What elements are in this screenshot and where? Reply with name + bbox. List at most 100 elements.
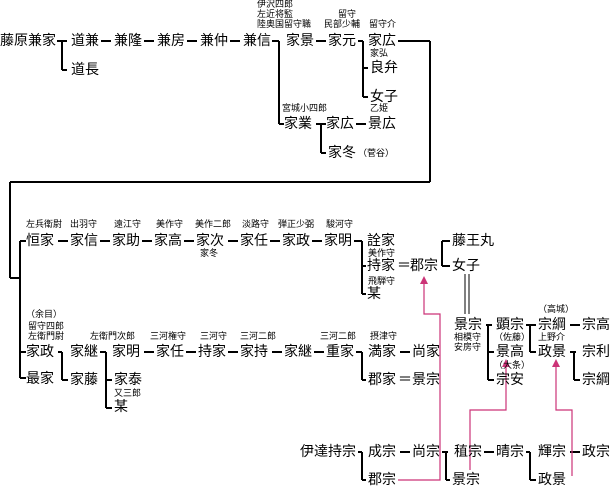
person-munetsuna: 宗綱	[538, 317, 566, 333]
title-rusu: 留守	[338, 10, 357, 20]
person-ieaki-2: 家明	[112, 344, 140, 360]
person-iemasa: 家政	[282, 233, 310, 249]
person-kagemune-2: 景宗	[454, 317, 482, 333]
person-saiie: 最家	[26, 371, 54, 387]
person-kanenaka: 兼仲	[200, 33, 228, 49]
title-ojo: （大条）	[494, 361, 531, 371]
title-mikawa-no-kami: 三河守	[200, 332, 228, 342]
person-jyoshi-2: 女子	[452, 258, 480, 274]
person-ieyasu: 家泰	[114, 372, 142, 388]
title-dewa-no-kami: 出羽守	[70, 220, 98, 230]
title-mimasaka-jiro: 美作二郎	[195, 220, 232, 230]
title-totomi-no-kami: 遠江守	[114, 220, 142, 230]
person-jyoshi-1: 女子	[370, 89, 398, 105]
person-tsunaie: 恒家	[26, 233, 54, 249]
person-munetaka: 宗高	[582, 317, 610, 333]
person-kanefusa: 兼房	[157, 33, 185, 49]
title-settsu-no-kami: 摂津守	[370, 332, 398, 342]
person-nanigashi-1: 某	[367, 286, 381, 302]
person-gunie: 郡家	[368, 372, 396, 388]
person-ienobu: 家信	[70, 233, 98, 249]
person-iemochi-b: 家持	[240, 344, 268, 360]
person-nanigashi-2: 某	[114, 399, 128, 415]
adoption-equals-2: ＝	[398, 372, 412, 388]
person-ietou-b: 家任	[240, 233, 268, 249]
title-sakon-shogen: 左近将監	[257, 10, 294, 20]
person-munetoshi: 宗利	[582, 344, 610, 360]
person-terumune: 輝宗	[538, 444, 566, 460]
person-akimune: 顕宗	[496, 317, 524, 333]
person-kagetaka: 景高	[496, 344, 524, 360]
title-sato: （佐藤）	[494, 333, 531, 343]
title-mimasaka-no-kami: 美作守	[156, 220, 184, 230]
person-masamune: 政宗	[582, 444, 610, 460]
title-rusu-shiro: 留守四郎	[28, 322, 65, 332]
person-norie: 詮家	[367, 233, 395, 249]
title-rusu-suke: 留守介	[369, 20, 397, 30]
person-iesuke: 家助	[112, 233, 140, 249]
person-michikane: 道兼	[71, 33, 99, 49]
person-ietsugu: 家次	[196, 233, 224, 249]
person-munetsuna-2: 宗綱	[582, 372, 610, 388]
person-kagemune-3: 景宗	[452, 472, 480, 488]
person-iemoto: 家元	[328, 33, 356, 49]
person-kanenobu: 兼信	[243, 33, 271, 49]
person-kagehiro: 景広	[368, 116, 396, 132]
person-tanemune: 稙宗	[454, 444, 482, 460]
person-ietou-2: 家任	[156, 344, 184, 360]
person-fujiwara-kaneie: 藤原兼家	[0, 33, 56, 49]
person-ietaka: 家高	[154, 233, 182, 249]
person-iehiro-1: 家広	[368, 33, 396, 49]
person-ienari: 家業	[284, 116, 312, 132]
title-mikawa-jiro-2: 三河二郎	[320, 332, 357, 342]
person-kagemune: 景宗	[412, 372, 440, 388]
title-yome: （余目）	[26, 310, 63, 320]
title-miyagi-koshiro: 宮城小四郎	[282, 104, 328, 114]
adoption-equals-1: ＝	[397, 258, 411, 274]
title-saemon-jiro: 左衛門次郎	[90, 332, 136, 342]
title-kozuke-suke: 上野介	[538, 333, 566, 343]
person-shigeie: 重家	[326, 344, 354, 360]
person-hisamune: 尚宗	[412, 444, 440, 460]
person-mochiie-2: 持家	[198, 344, 226, 360]
person-iemasa-2: 家政	[26, 344, 54, 360]
title-sahyoe-jo: 左兵衛尉	[26, 220, 63, 230]
person-fujiomaru: 藤王丸	[452, 233, 494, 249]
title-ietou-label: 家冬	[200, 249, 219, 259]
title-suruga-no-kami: 駿河守	[326, 220, 354, 230]
person-masakage-2: 政景	[538, 472, 566, 488]
title-awa-no-kami: 安房守	[454, 343, 482, 353]
person-ryoben: 良弁	[370, 60, 398, 76]
person-harumune: 晴宗	[496, 444, 524, 460]
person-kanetaka: 兼隆	[114, 33, 142, 49]
person-iehiro-2: 家広	[326, 116, 354, 132]
person-masakage: 政景	[538, 344, 566, 360]
title-mikawa-jiro: 三河二郎	[240, 332, 277, 342]
person-mochiie: 持家	[367, 258, 395, 274]
title-iehiro-label: 家弘	[370, 49, 389, 59]
title-sagami-no-kami: 相模守	[454, 333, 482, 343]
title-mimasaka-no-kami-2: 美作守	[368, 249, 396, 259]
title-danjo-shohitsu: 弾正少弼	[278, 220, 315, 230]
person-iefuji: 家藤	[70, 372, 98, 388]
title-awaji-no-kami: 淡路守	[242, 220, 270, 230]
person-gunmune-1: 郡宗	[410, 258, 438, 274]
title-mutsu-rusushiki: 陸奥国留守職	[257, 20, 312, 30]
person-iekage: 家景	[286, 33, 314, 49]
title-hida-no-kami: 飛騨守	[368, 277, 396, 287]
title-saemon-jo: 左衛門尉	[28, 332, 65, 342]
person-iemochi-2: 家継	[70, 344, 98, 360]
person-michinaga: 道長	[71, 62, 99, 78]
title-mata-saburo: 又三郎	[114, 389, 142, 399]
person-iemochi-3: 家継	[284, 344, 312, 360]
title-takagi: （高城）	[538, 305, 575, 315]
title-minbu-shoyu: 民部少輔	[324, 20, 361, 30]
person-date-mochimune: 伊達持宗	[300, 444, 356, 460]
person-hisaie: 尚家	[412, 344, 440, 360]
title-sugaya: （菅谷）	[358, 149, 395, 159]
person-narimune: 成宗	[368, 444, 396, 460]
title-mikawa-gon: 三河権守	[150, 332, 187, 342]
title-izawa-shiro: 伊沢四郎	[257, 0, 294, 10]
